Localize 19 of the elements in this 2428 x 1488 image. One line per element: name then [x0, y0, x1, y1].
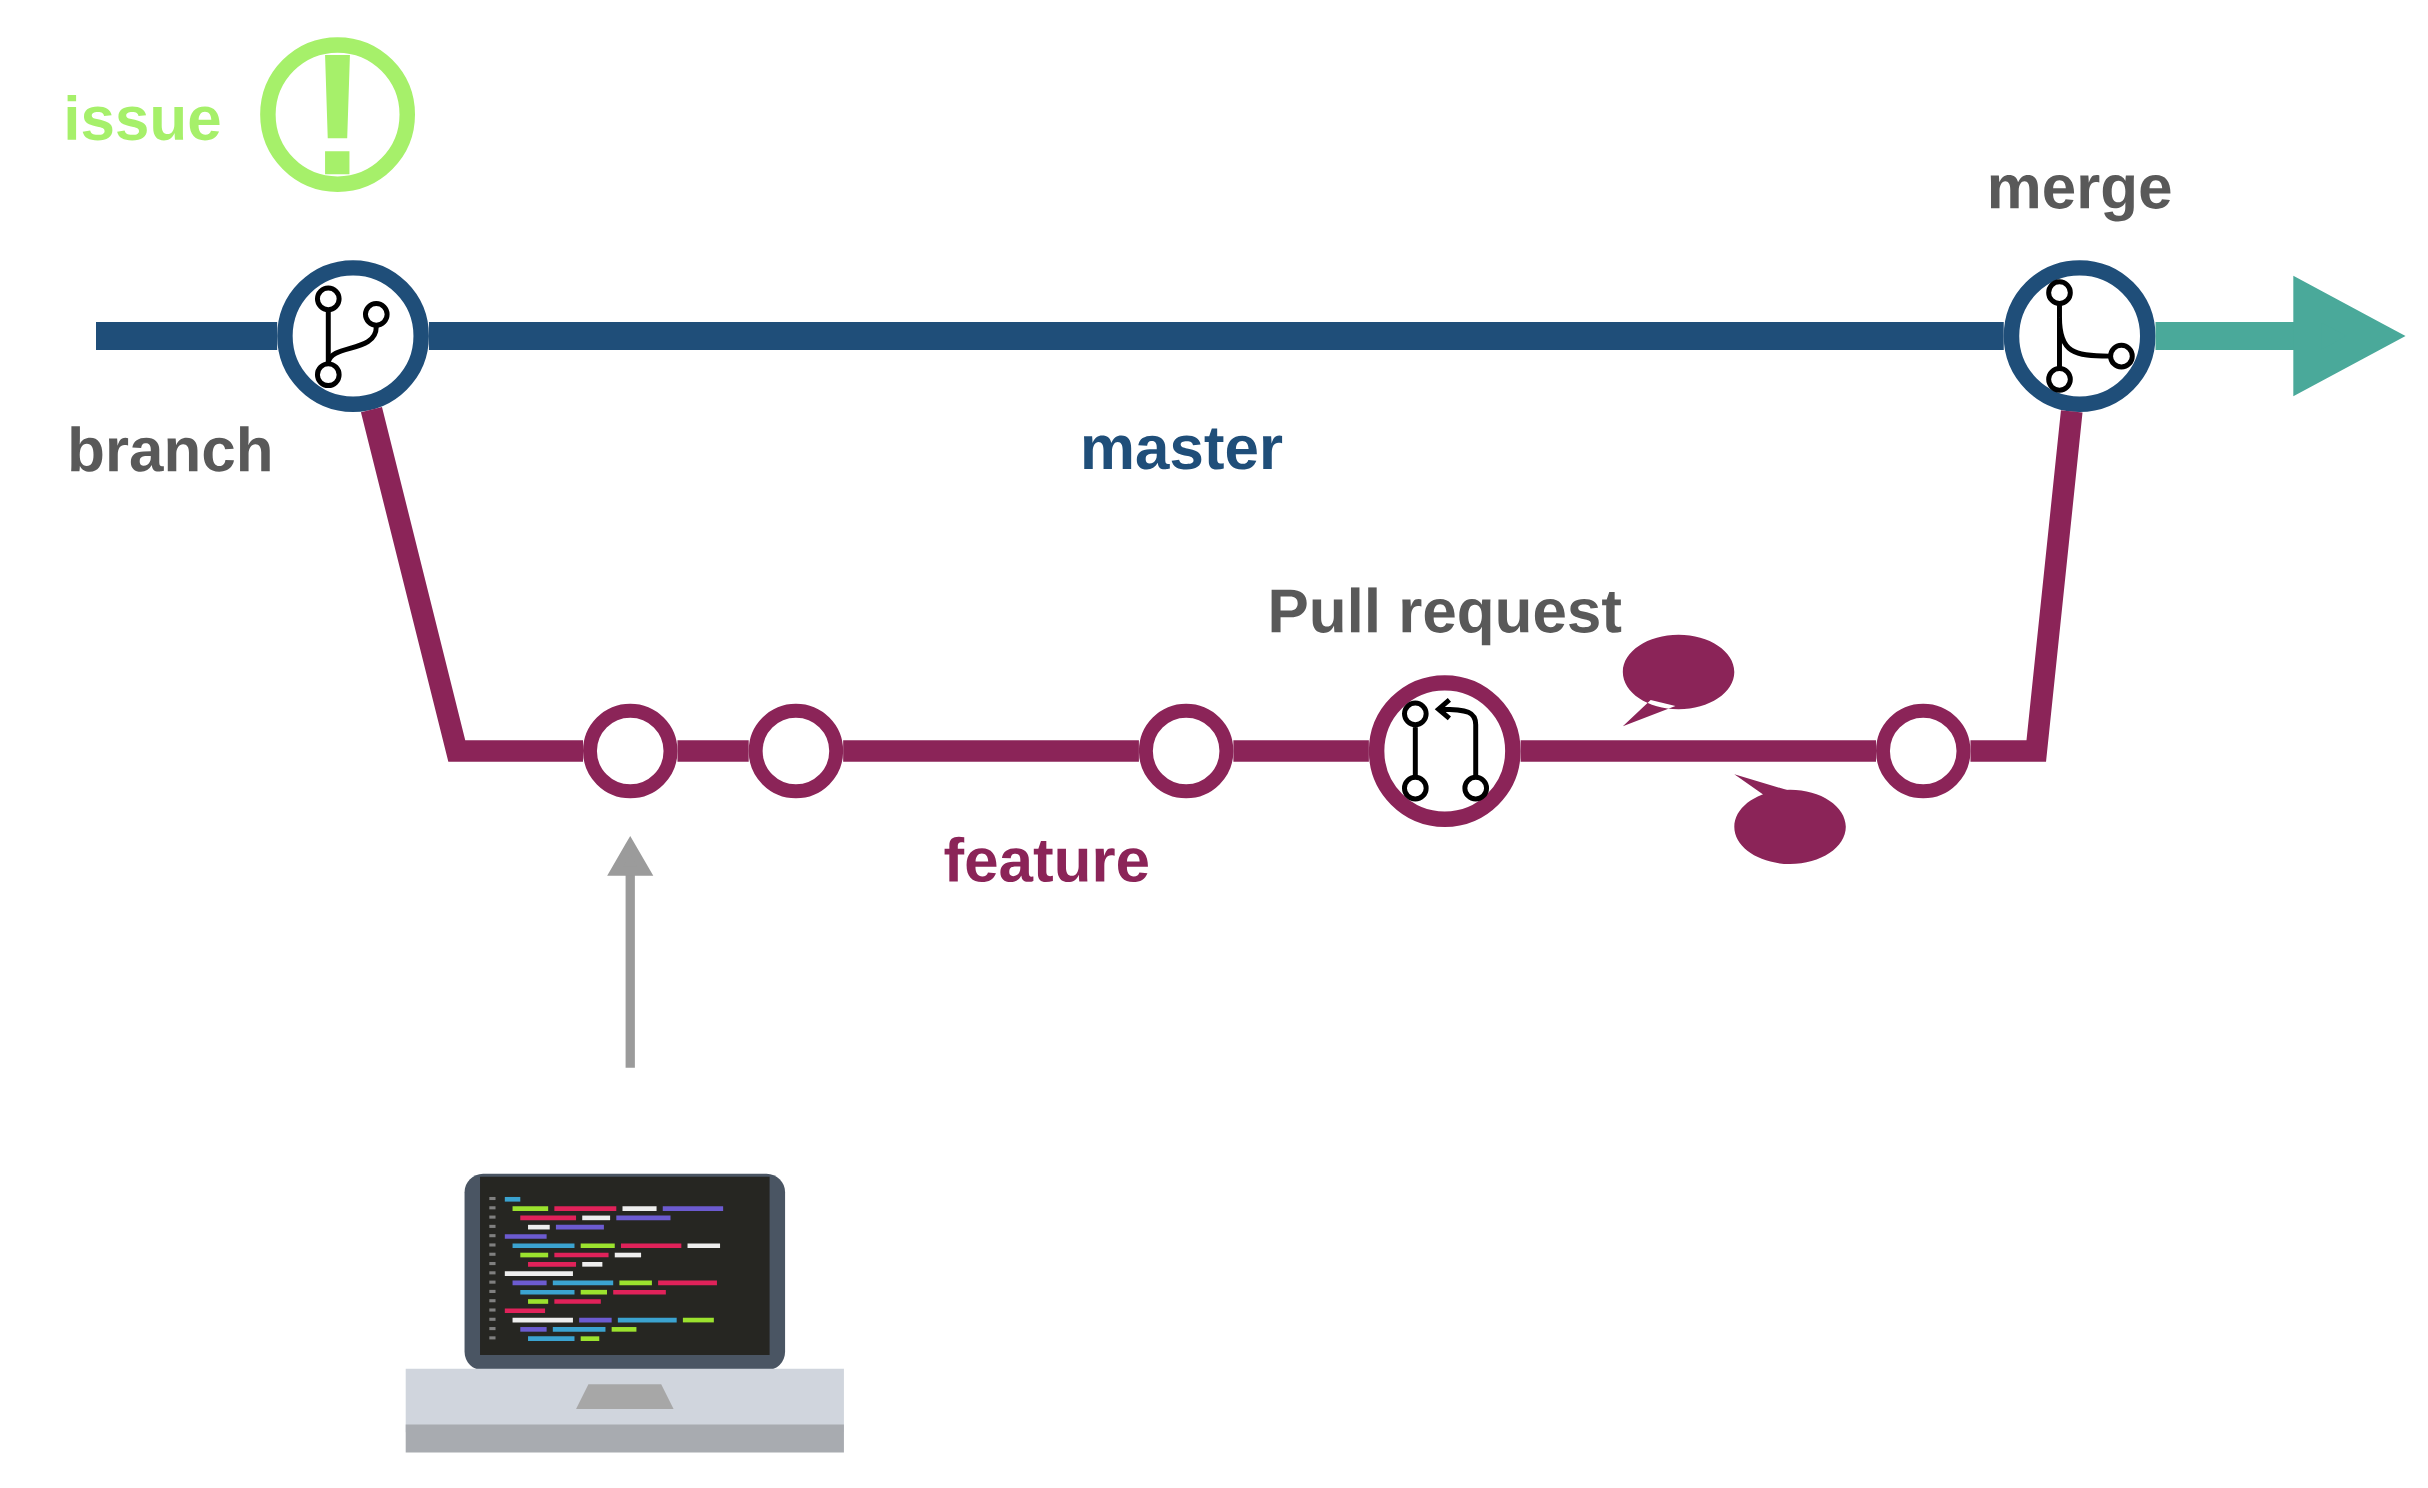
commit-circle	[748, 703, 844, 799]
branch-line	[96, 322, 278, 350]
branch-line	[428, 322, 2004, 350]
branch-line	[1520, 740, 1876, 762]
node-label: issue	[67, 94, 220, 141]
branch-line	[1233, 740, 1369, 762]
branch-line	[677, 740, 749, 762]
node-label: Pull request	[1271, 587, 1622, 646]
node-label: merge	[1990, 174, 2171, 222]
edge-label: master	[1073, 422, 1290, 476]
branch-line	[1970, 410, 2083, 762]
commit-circle	[583, 703, 678, 799]
commit-circle	[1876, 703, 1971, 799]
edge-label: feature	[937, 830, 1157, 889]
node-label: branch	[71, 426, 270, 472]
branch-line	[843, 740, 1139, 762]
branch-line	[360, 406, 583, 762]
laptop-drawing	[405, 1173, 844, 1453]
commit-circle	[1138, 703, 1234, 799]
